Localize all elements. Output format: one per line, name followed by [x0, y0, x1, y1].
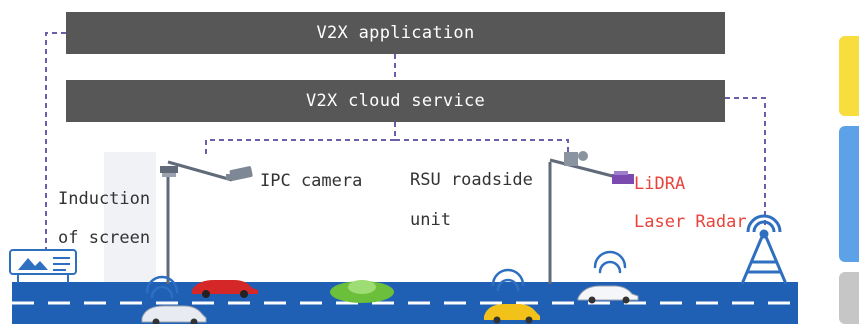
link-cloud-to-tower	[725, 97, 766, 226]
lidar-sensor-icon	[612, 171, 634, 184]
white-car-left-icon	[141, 305, 207, 324]
v2x-cloud-service-label: V2X cloud service	[305, 91, 486, 111]
yellow-taxi-icon	[484, 304, 540, 324]
dashed-links	[45, 32, 766, 252]
rsu-label-line1: RSU roadside	[410, 170, 533, 190]
lamp-pole-backdrop	[104, 152, 156, 282]
v2x-cloud-service-bar: V2X cloud service	[66, 80, 725, 122]
induction-screen-label-line2: of screen	[58, 228, 151, 248]
v2x-application-label: V2X application	[316, 23, 475, 43]
link-cloud-to-devices	[205, 122, 396, 158]
red-car-icon	[192, 280, 258, 298]
white-car-right-icon	[577, 285, 639, 304]
v2x-application-bar: V2X application	[66, 12, 725, 54]
camera-pole	[166, 160, 233, 284]
wifi-icon-right	[593, 250, 627, 274]
lidar-label-line1: LiDRA	[634, 174, 686, 194]
rsu-label-line2: unit	[410, 210, 451, 230]
signal-tower-icon	[740, 214, 788, 285]
ipc-camera-icon	[226, 166, 253, 181]
rsu-antenna-icon	[564, 151, 588, 166]
lamp-head-icon	[160, 166, 178, 177]
link-cloud-to-rsu	[395, 139, 569, 152]
side-tab-blue	[839, 126, 859, 262]
side-tab-yellow	[839, 36, 859, 116]
side-tab-gray	[839, 272, 859, 324]
green-car-icon	[330, 280, 394, 303]
wifi-icon-middle	[491, 268, 525, 292]
induction-screen-label-line1: Induction	[58, 189, 151, 209]
link-app-to-screen	[45, 32, 66, 252]
induction-screen-icon	[9, 249, 77, 283]
ipc-camera-label: IPC camera	[260, 171, 363, 191]
wifi-icon-left	[145, 275, 179, 299]
lidar-label-line2: Laser Radar	[634, 212, 747, 232]
